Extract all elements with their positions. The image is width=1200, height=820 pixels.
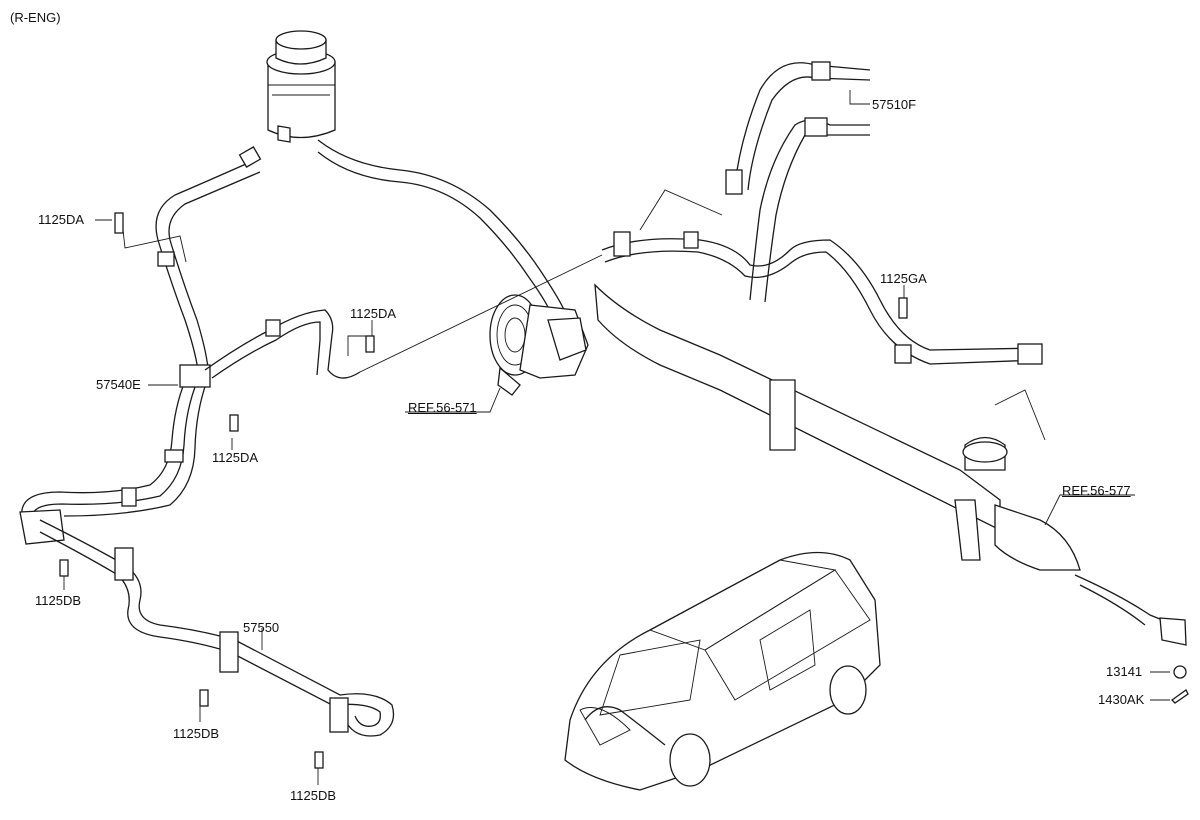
- nut-13141[interactable]: [1173, 665, 1187, 679]
- callout-1125DA-center[interactable]: 1125DA: [350, 306, 397, 321]
- steering-gear-box[interactable]: [594, 283, 1187, 646]
- bolt-1125GA[interactable]: [898, 297, 908, 319]
- return-hose-upper[interactable]: [155, 159, 256, 371]
- bolt-1125DA-upper-left[interactable]: [114, 212, 124, 234]
- callout-57510F[interactable]: 57510F: [872, 97, 917, 112]
- cotter-pin-1430AK[interactable]: [1170, 689, 1189, 704]
- ref-gear-link[interactable]: REF.56-577: [1062, 483, 1131, 498]
- pressure-line-left[interactable]: [204, 309, 361, 379]
- callout-1125DA-upper-left[interactable]: 1125DA: [38, 212, 85, 227]
- engine-variant-label: (R-ENG): [10, 10, 61, 25]
- bolt-1125DA-lower[interactable]: [229, 414, 239, 432]
- callout-1125DA-lower[interactable]: 1125DA: [212, 450, 259, 465]
- callout-57550[interactable]: 57550: [243, 620, 280, 635]
- cooler-line-left[interactable]: [21, 369, 191, 531]
- callout-1430AK[interactable]: 1430AK: [1098, 692, 1145, 707]
- callout-1125DB-mid[interactable]: 1125DB: [173, 726, 220, 741]
- suction-hose[interactable]: [317, 139, 566, 313]
- bolt-1125DB-mid[interactable]: [199, 689, 209, 707]
- power-steering-pump[interactable]: [489, 294, 589, 396]
- ref-pump-link[interactable]: REF.56-571: [408, 400, 477, 415]
- callout-1125DB-left[interactable]: 1125DB: [35, 593, 82, 608]
- callout-57540E[interactable]: 57540E: [96, 377, 141, 392]
- callout-13141[interactable]: 13141: [1106, 664, 1143, 679]
- vehicle-locator-illustration: [564, 551, 881, 791]
- callout-1125GA[interactable]: 1125GA: [880, 271, 927, 286]
- bolt-1125DB-bottom[interactable]: [314, 751, 324, 769]
- reservoir-tank[interactable]: [266, 30, 336, 143]
- bolt-1125DA-center[interactable]: [365, 335, 375, 353]
- callout-1125DB-bottom[interactable]: 1125DB: [290, 788, 337, 803]
- bolt-1125DB-left[interactable]: [59, 559, 69, 577]
